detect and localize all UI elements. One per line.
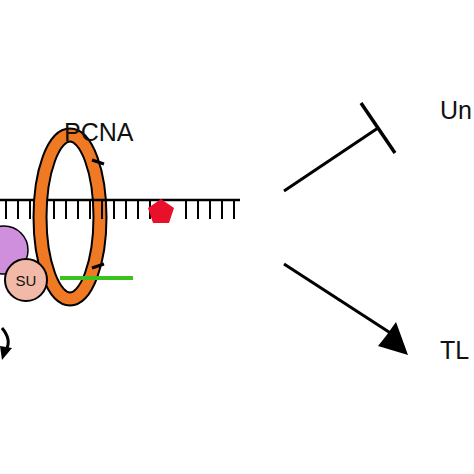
node-text: SU [16,273,37,288]
inhibition-line [284,128,378,191]
dna-lesion [148,199,174,223]
text-label: Un [440,98,472,123]
text-label: PCNA [64,120,133,145]
arrow-head [378,322,408,355]
inhibition-bar [361,103,395,153]
arrow-head [0,346,12,360]
text-label: TL [440,338,469,363]
primer-strand [60,276,133,280]
activation-line [284,264,392,334]
sumo-circle: SU [4,258,48,302]
pcna-subunit-borders [92,160,104,268]
